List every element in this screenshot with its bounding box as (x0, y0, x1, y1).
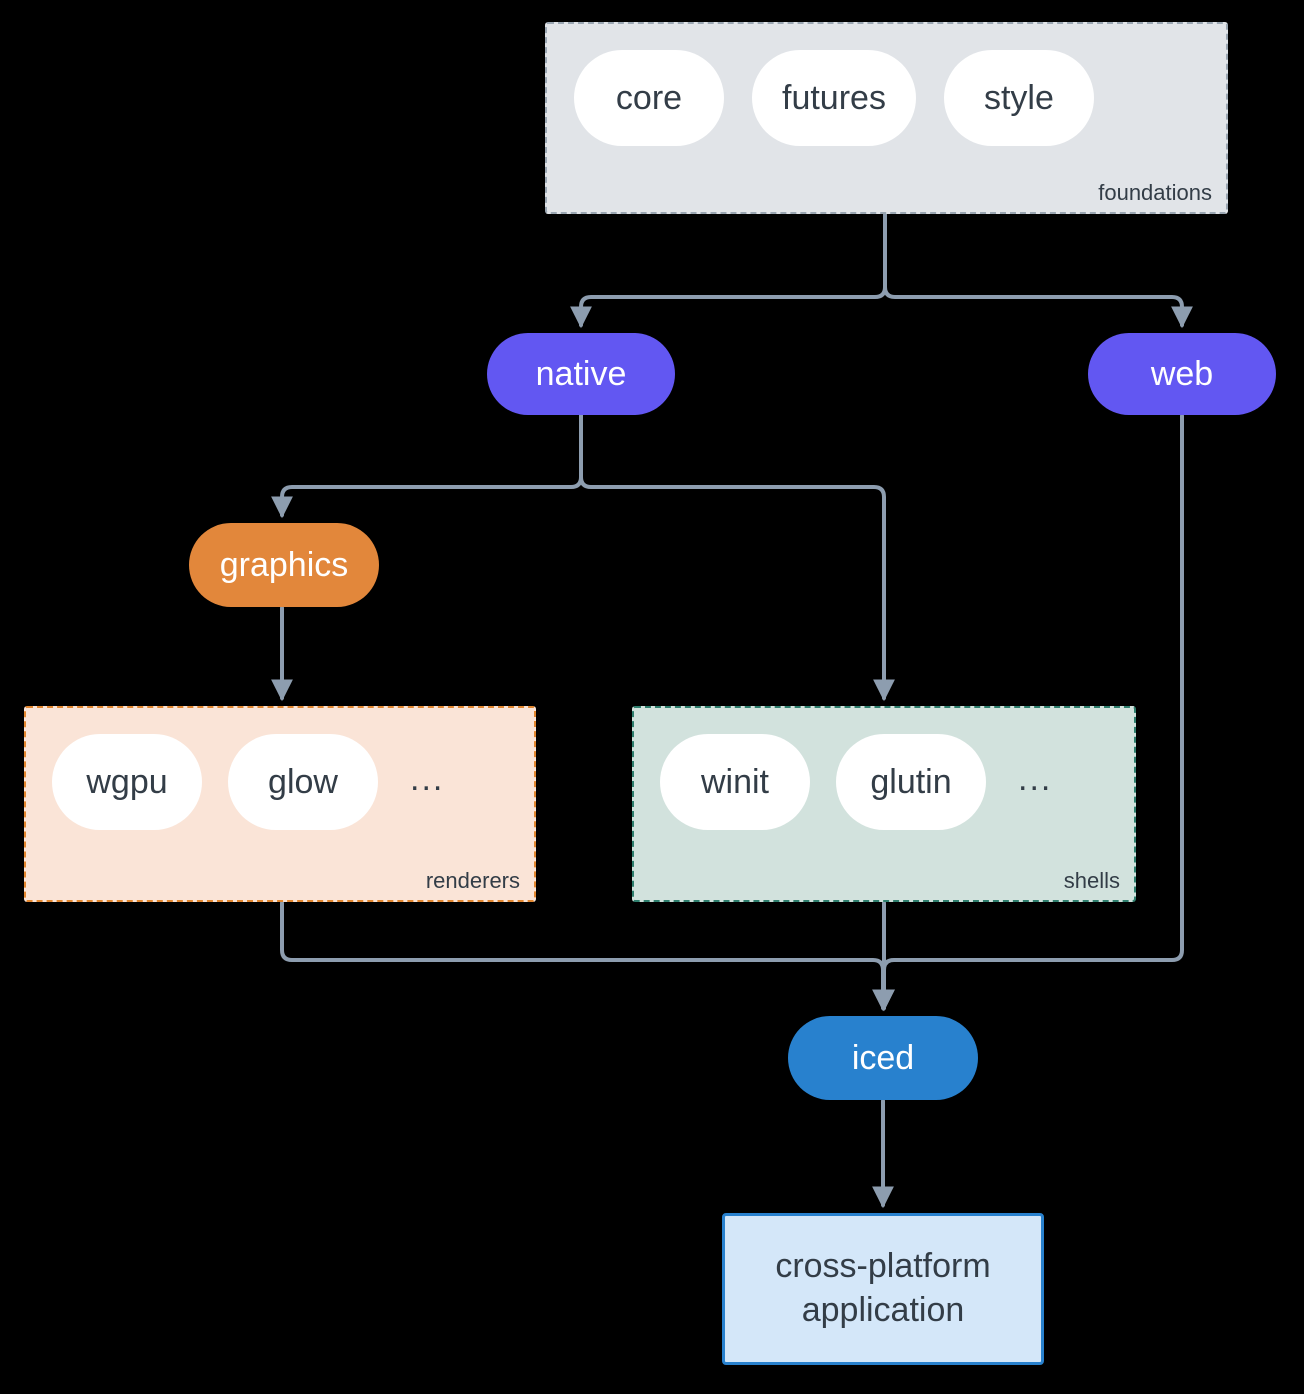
group-shells: winit glutin ... shells (632, 706, 1136, 902)
shells-chip-row: winit glutin ... (660, 734, 1052, 830)
node-iced[interactable]: iced (788, 1016, 978, 1100)
foundations-chip-row: core futures style (574, 50, 1094, 146)
renderers-ellipsis: ... (410, 760, 445, 798)
node-graphics[interactable]: graphics (189, 523, 379, 607)
shells-ellipsis: ... (1018, 760, 1053, 798)
edge-renderers-to-iced (280, 901, 894, 1012)
edge-foundations-to-web (883, 213, 1193, 329)
node-cross-platform-application[interactable]: cross-platform application (722, 1213, 1044, 1365)
edge-foundations-to-native (570, 213, 887, 329)
application-line-2: application (801, 1291, 965, 1329)
chip-futures[interactable]: futures (752, 50, 916, 146)
group-label-foundations: foundations (1098, 180, 1212, 205)
node-native[interactable]: native (487, 333, 675, 415)
application-line-1: cross-platform (775, 1247, 991, 1286)
group-label-renderers: renderers (425, 868, 520, 893)
edge-native-to-shells (579, 414, 895, 702)
group-foundations: core futures style foundations (545, 22, 1228, 214)
group-renderers: wgpu glow ... renderers (24, 706, 536, 902)
chip-glutin[interactable]: glutin (836, 734, 986, 830)
chip-glow[interactable]: glow (228, 734, 378, 830)
chip-style[interactable]: style (943, 50, 1094, 146)
node-web[interactable]: web (1088, 333, 1276, 415)
chip-wgpu[interactable]: wgpu (52, 734, 202, 830)
chip-core[interactable]: core (574, 50, 724, 146)
edge-native-to-graphics (271, 414, 583, 519)
group-label-shells: shells (1063, 868, 1120, 893)
chip-winit[interactable]: winit (660, 734, 810, 830)
renderers-chip-row: wgpu glow ... (52, 734, 444, 830)
